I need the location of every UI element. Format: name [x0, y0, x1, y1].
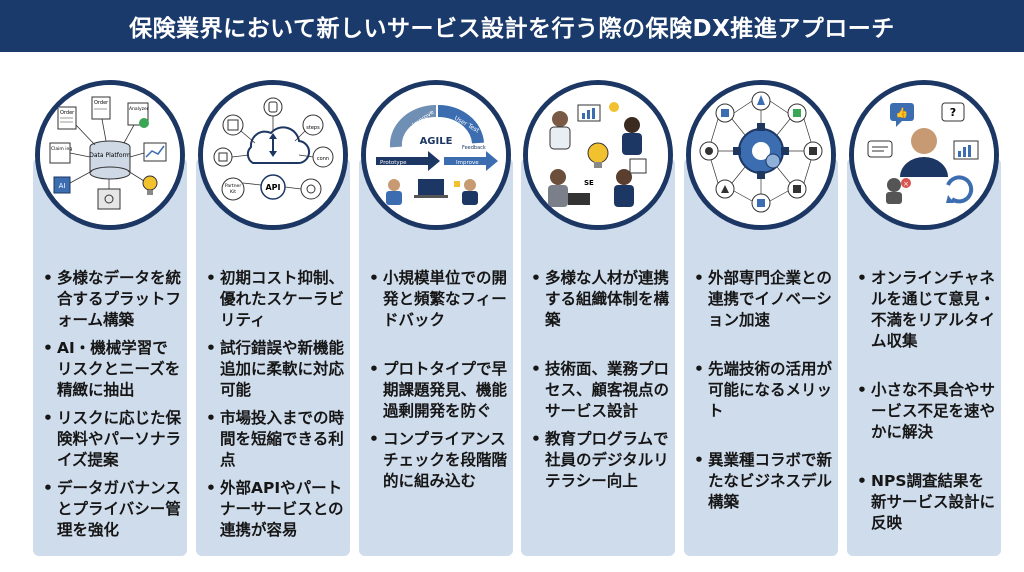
column-data-platform: Order Order Analyzer Claim ing Data Plat…	[33, 80, 187, 556]
svg-text:Prototype: Prototype	[380, 160, 407, 166]
bullet-list: 多様な人材が連携する組織体制を構築 技術面、業務プロセス、顧客視点のサービス設計…	[531, 268, 671, 492]
bullet-item: 小さな不具合やサービス不足を速やかに解決	[857, 380, 997, 443]
approach-columns: Order Order Analyzer Claim ing Data Plat…	[33, 80, 1001, 556]
column-cloud-api: API steps conn Partner Kit	[196, 80, 350, 556]
svg-text:Claim ing: Claim ing	[51, 146, 72, 152]
column-team: SE 多様な人材が連携する組織体制を構築 技術面、業務プロセス、顧客視点のサービ…	[521, 80, 675, 556]
bullet-list: 多様なデータを統合するプラットフォーム構築 AI・機械学習でリスクとニーズを精緻…	[43, 268, 183, 541]
bullet-list: オンラインチャネルを通じて意見・不満をリアルタイム収集 小さな不具合やサービス不…	[857, 268, 997, 534]
bullet-item: NPS調査結果を新サービス設計に反映	[857, 471, 997, 534]
bullet-item: 異業種コラボで新たなビジネスデル構築	[694, 450, 834, 513]
svg-text:Improve: Improve	[456, 160, 479, 166]
bullet-item: オンラインチャネルを通じて意見・不満をリアルタイム収集	[857, 268, 997, 352]
svg-text:Data Platform: Data Platform	[89, 152, 131, 159]
svg-text:steps: steps	[306, 125, 320, 131]
bullet-item: 小規模単位での開発と頻繁なフィードバック	[369, 268, 509, 331]
column-agile: Improve User Test AGILE Prototype Improv…	[359, 80, 513, 556]
bullet-item: リスクに応じた保険料やパーソナライズ提案	[43, 408, 183, 471]
customer-feedback-icon: 👍 ? ×	[849, 80, 999, 230]
partner-network-icon	[686, 80, 836, 230]
bullet-list: 小規模単位での開発と頻繁なフィードバック プロトタイプで早期課題発見、機能過剰開…	[369, 268, 509, 492]
page-title: 保険業界において新しいサービス設計を行う際の保険DX推進アプローチ	[129, 16, 895, 42]
svg-text:AGILE: AGILE	[420, 136, 453, 147]
bullet-item: 外部専門企業との連携でイノベーション加速	[694, 268, 834, 331]
bullet-list: 初期コスト抑制、優れたスケーラビリティ 試行錯誤や新機能追加に柔軟に対応可能 市…	[206, 268, 346, 541]
svg-text:?: ?	[950, 106, 956, 119]
svg-text:Analyzer: Analyzer	[129, 106, 149, 112]
title-bar: 保険業界において新しいサービス設計を行う際の保険DX推進アプローチ	[0, 0, 1024, 52]
bullet-item: 試行錯誤や新機能追加に柔軟に対応可能	[206, 338, 346, 401]
svg-text:×: ×	[903, 180, 909, 188]
data-platform-icon: Order Order Analyzer Claim ing Data Plat…	[35, 80, 185, 230]
team-organization-icon: SE	[523, 80, 673, 230]
svg-text:Feedback: Feedback	[462, 145, 486, 151]
bullet-item: データガバナンスとプライバシー管理を強化	[43, 478, 183, 541]
agile-cycle-icon: Improve User Test AGILE Prototype Improv…	[361, 80, 511, 230]
svg-text:Kit: Kit	[230, 189, 236, 195]
column-customer-feedback: 👍 ? × オンラインチャネルを通じて意見・不満を	[847, 80, 1001, 556]
bullet-item: 教育プログラムで社員のデジタルリテラシー向上	[531, 429, 671, 492]
bullet-item: 先端技術の活用が可能になるメリット	[694, 359, 834, 422]
cloud-api-icon: API steps conn Partner Kit	[198, 80, 348, 230]
bullet-item: コンプライアンスチェックを段階階的に組み込む	[369, 429, 509, 492]
bullet-item: 市場投入までの時間を短縮できる利点	[206, 408, 346, 471]
svg-text:Order: Order	[60, 110, 75, 116]
svg-text:Order: Order	[94, 100, 109, 106]
bullet-item: 外部APIやパートナーサービスとの連携が容易	[206, 478, 346, 541]
column-partner-network: 外部専門企業との連携でイノベーション加速 先端技術の活用が可能になるメリット 異…	[684, 80, 838, 556]
svg-text:API: API	[265, 183, 280, 192]
bullet-item: AI・機械学習でリスクとニーズを精緻に抽出	[43, 338, 183, 401]
svg-text:AI: AI	[59, 182, 66, 190]
svg-text:conn: conn	[317, 156, 329, 162]
bullet-item: 多様なデータを統合するプラットフォーム構築	[43, 268, 183, 331]
bullet-list: 外部専門企業との連携でイノベーション加速 先端技術の活用が可能になるメリット 異…	[694, 268, 834, 513]
bullet-item: 初期コスト抑制、優れたスケーラビリティ	[206, 268, 346, 331]
svg-text:👍: 👍	[896, 106, 908, 119]
bullet-item: 技術面、業務プロセス、顧客視点のサービス設計	[531, 359, 671, 422]
bullet-item: 多様な人材が連携する組織体制を構築	[531, 268, 671, 331]
svg-text:Partner: Partner	[225, 183, 242, 189]
bullet-item: プロトタイプで早期課題発見、機能過剰開発を防ぐ	[369, 359, 509, 422]
svg-text:SE: SE	[584, 179, 594, 187]
